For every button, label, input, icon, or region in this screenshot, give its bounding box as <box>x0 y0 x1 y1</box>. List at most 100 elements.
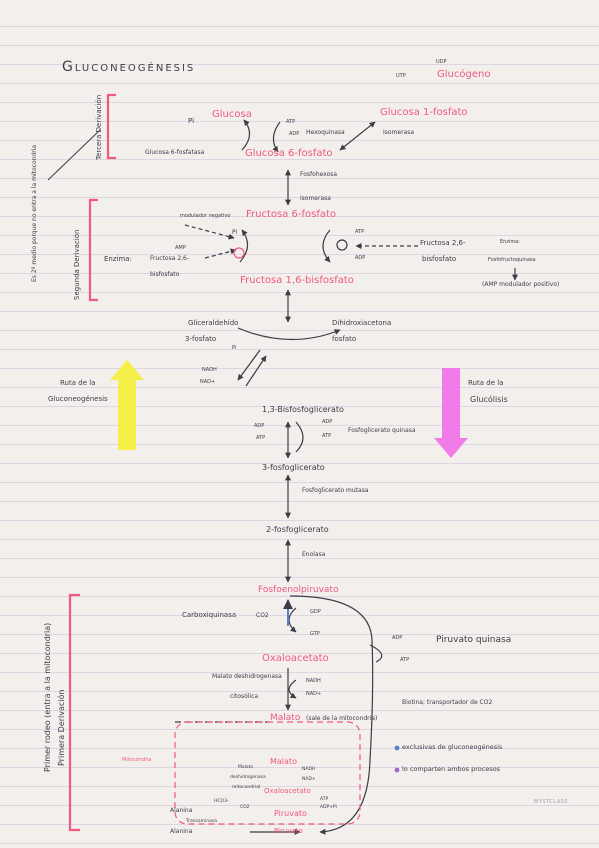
glycolysis-route-label-1: Ruta de la <box>468 379 504 387</box>
enzyme-right-name-1: Fructosa 2,6- <box>420 239 466 247</box>
oaa-nad-curve <box>288 679 297 699</box>
hexokinase-curve <box>272 121 281 153</box>
enzyme-right-name-2: bisfosfato <box>422 255 457 263</box>
pk-bracket <box>289 595 374 835</box>
phosphatase-curve <box>241 119 251 151</box>
enzyme-right-label: Enzima: <box>500 239 520 245</box>
bpg-adp-right: ADP <box>322 419 333 425</box>
second-derivation-bracket <box>88 198 98 302</box>
f6p-adp-label: ADP <box>355 255 366 261</box>
watermark: MYSTCLASS <box>534 799 568 805</box>
biotin-note: Biotina; transportador de CO2 <box>402 699 493 706</box>
inhibition-circle-left <box>233 247 245 259</box>
bpg-atp-left: ATP <box>256 435 266 441</box>
malate-dehydrogenase-cyto-label: Malato deshidrogenasa <box>212 673 282 680</box>
glycolysis-route-label-2: Glucólisis <box>470 395 508 404</box>
third-derivation-label: Tercera Derivación <box>95 94 103 160</box>
glucose-label: Glucosa <box>212 109 252 120</box>
mito-note-pointer <box>47 129 101 181</box>
legend-blue-dot <box>394 745 400 751</box>
mito-atp-label: ATP <box>320 797 329 802</box>
pyruvate-out-label: Piruvato <box>274 827 303 835</box>
mito-nadh-label: NADH <box>302 767 316 772</box>
page-title: Gluconeogénesis <box>62 59 196 75</box>
udp-label: UDP <box>436 59 447 65</box>
phosphoglycerate-mutase-label: Fosfoglicerato mutasa <box>302 487 369 494</box>
glyceraldehyde-label: Gliceraldehído <box>188 319 239 327</box>
mitochondria-box <box>174 721 361 825</box>
mitochondria-label: Mitocondria <box>122 757 152 763</box>
glucose-6-phosphatase-label: Glucosa 6-fosfatasa <box>145 149 205 156</box>
triose-curve <box>237 327 341 341</box>
glyceraldehyde-3-phosphate-label: 3-fosfato <box>185 335 217 343</box>
malate-label: Malato <box>270 713 301 723</box>
glucose-6-phosphate-label: Glucosa 6-fosfato <box>245 148 333 159</box>
mito-oxaloacetate-label: Oxaloacetato <box>264 787 311 795</box>
pep-gtp-label: GTP <box>310 631 320 637</box>
modulator-arrow <box>184 224 235 240</box>
mito-pyruvate-label: Piruvato <box>274 809 307 818</box>
glucose-atp-label: ATP <box>286 119 296 125</box>
oxaloacetate-label: Oxaloacetato <box>262 653 329 664</box>
first-derivation-label: Primera Derivación <box>57 689 66 766</box>
g1p-g6p-arrow <box>339 121 376 151</box>
triose-nadh-label: NADH <box>202 367 217 373</box>
activation-circle-right <box>336 239 348 251</box>
alanine-label-1: Alanina <box>170 807 193 814</box>
mito-malate-label: Malato <box>270 757 297 766</box>
oaa-nad-label: NAD+ <box>306 691 322 697</box>
mito-mdh-2: deshidrogenasa <box>230 775 266 780</box>
first-derivation-bracket <box>68 593 80 832</box>
dihydroxyacetone-label: Dihidroxiacetona <box>332 319 392 327</box>
phosphoglycerate-kinase-label: Fosfoglicerato quinasa <box>348 427 416 434</box>
bpg-adp-left: ADP <box>254 423 265 429</box>
fructose-1-6-bisphosphate-label: Fructosa 1,6-bisfosfato <box>240 275 354 286</box>
pk-atp-curve <box>369 644 383 663</box>
pk-adp-label: ADP <box>392 635 403 641</box>
transaminase-label: Transaminasa <box>186 819 217 824</box>
bisphosphoglycerate-label: 1,3-Bisfosfoglicerato <box>262 405 344 414</box>
malate-exit-note: (sale de la mitocondria) <box>306 715 378 722</box>
legend-exclusive: exclusivas de gluconeogénesis <box>402 743 503 751</box>
bpg-kinase-curve <box>295 421 304 453</box>
mito-nad-label: NAD+ <box>302 777 316 782</box>
gluconeogenesis-route-arrow-shaft <box>118 378 136 450</box>
amp-positive-modulator-label: (AMP modulador positivo) <box>482 281 560 288</box>
enolase-label: Enolasa <box>302 551 326 558</box>
negative-modulator-label: modulador negativo <box>180 213 231 219</box>
2-phosphoglycerate-label: 2-fosfoglicerato <box>266 525 329 534</box>
glycolysis-route-arrow-head <box>434 438 468 458</box>
phosphofructokinase-label: Fosfofructoquinasa <box>488 257 536 263</box>
first-rodeo-label: Primer rodeo (entra a la mitocondria) <box>43 622 52 772</box>
bpg-atp-right: ATP <box>322 433 332 439</box>
isomerase-label: Isomerasa <box>383 129 415 136</box>
alanine-label-2: Alanina <box>170 828 193 835</box>
carboxykinase-curve <box>288 607 297 633</box>
g3p-bpg-arrow <box>237 349 261 381</box>
third-derivation-bracket <box>106 93 116 160</box>
glucose-1-phosphate-label: Glucosa 1-fosfato <box>380 107 468 118</box>
gluconeogenesis-route-arrow-head <box>110 360 144 380</box>
oaa-nadh-label: NADH <box>306 678 321 684</box>
second-derivation-label: Segunda Derivación <box>73 229 81 301</box>
fructose-6-phosphate-label: Fructosa 6-fosfato <box>246 209 337 220</box>
glycogen-label: Glucógeno <box>437 69 491 80</box>
triose-pi-label: Pi <box>232 345 237 351</box>
legend-shared: lo comparten ambos procesos <box>402 765 501 773</box>
glucose-adp-label: ADP <box>289 131 300 137</box>
mito-note: Es 2º medio porque no entra a la mitocon… <box>31 144 38 282</box>
phosphohexose-isomerase-label: isomerasa <box>300 195 331 202</box>
enzyme-left-name-2: bisfosfato <box>150 271 180 278</box>
gng-route-label-1: Ruta de la <box>60 379 96 387</box>
enzyme-left-name-1: Fructosa 2,6- <box>150 255 190 262</box>
glycolysis-route-arrow-shaft <box>442 368 460 440</box>
pep-gdp-label: GDP <box>310 609 321 615</box>
f6p-atp-label: ATP <box>355 229 365 235</box>
3-phosphoglycerate-label: 3-fosfoglicerato <box>262 463 325 472</box>
legend-purple-dot <box>394 767 400 773</box>
triose-nad-label: NAD+ <box>200 379 216 385</box>
mito-mdh-1: Malato <box>238 765 254 770</box>
pfk-curve <box>322 229 331 263</box>
